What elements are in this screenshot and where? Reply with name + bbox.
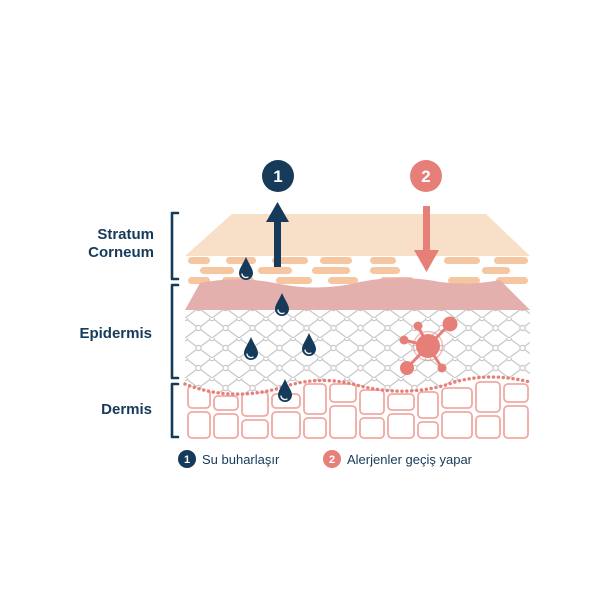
label-dermis: Dermis	[101, 401, 152, 418]
legend-marker-2-label: 2	[329, 454, 335, 466]
water-drop-icon	[302, 333, 316, 356]
marker-1: 1	[262, 160, 294, 192]
legend-item-1: Su buharlaşır	[202, 452, 280, 467]
water-drop-icon	[278, 379, 292, 402]
label-epidermis: Epidermis	[79, 325, 152, 342]
arrow-down-icon	[414, 206, 439, 272]
legend-marker-1: 1	[178, 450, 196, 468]
legend-marker-1-label: 1	[184, 454, 190, 466]
marker-2: 2	[410, 160, 442, 192]
arrow-up-icon	[266, 202, 289, 267]
legend-item-2: Alerjenler geçiş yapar	[347, 452, 473, 467]
water-drop-icon	[275, 293, 289, 316]
layer-brackets	[170, 211, 180, 439]
water-drop-icon	[244, 337, 258, 360]
marker-2-label: 2	[421, 167, 430, 186]
allergen-molecule-icon	[399, 316, 458, 375]
epidermis-top-layer	[185, 278, 530, 310]
basement-membrane	[183, 375, 532, 396]
water-drops	[239, 257, 316, 402]
marker-1-label: 1	[273, 167, 282, 186]
stratum-corneum-top	[185, 214, 530, 256]
water-drop-icon	[239, 257, 253, 280]
legend-marker-2: 2	[323, 450, 341, 468]
label-stratum-corneum: Stratum Corneum	[88, 226, 154, 261]
